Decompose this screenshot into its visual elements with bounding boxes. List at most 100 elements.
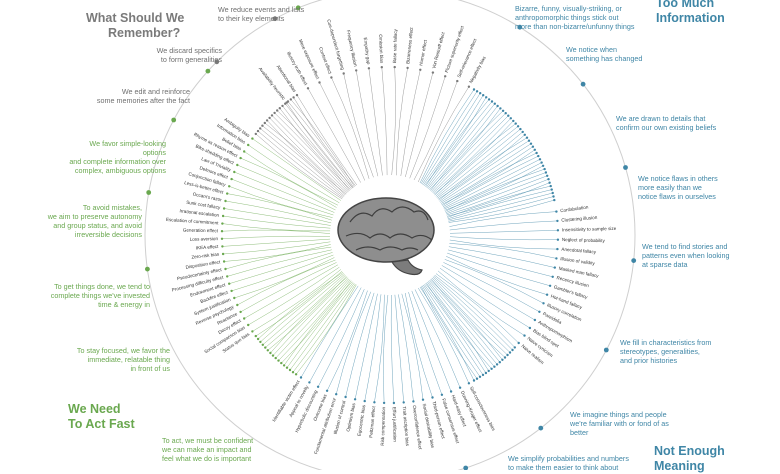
bias-ray [223, 215, 331, 229]
bias-ray [227, 193, 332, 221]
bias-ray [331, 77, 370, 179]
bias-ray [260, 128, 344, 198]
bias-ray [255, 270, 343, 337]
bias-ray [255, 133, 343, 200]
ray-dot [493, 102, 496, 105]
ray-dot [552, 195, 555, 198]
bias-label: Irrational escalation [179, 208, 220, 218]
bias-label: Trait ascription bias [402, 406, 410, 447]
ray-dot [406, 66, 409, 70]
ray-dot [247, 143, 250, 147]
ray-dot [402, 401, 405, 404]
bias-ray [237, 259, 336, 306]
caption-anchor-dot [272, 16, 278, 22]
meaning-caption-1: We tend to find stories and patterns eve… [642, 242, 730, 269]
bias-ray [281, 280, 352, 364]
ray-dot [330, 76, 333, 79]
ray-dot [224, 267, 227, 271]
bias-ray [431, 113, 506, 192]
bias-ray [240, 262, 337, 313]
bias-ray [401, 293, 424, 400]
ray-dot [475, 377, 479, 380]
ray-dot [363, 399, 366, 403]
bias-ray [279, 108, 351, 190]
bias-label: IKEA effect [196, 244, 220, 251]
bias-ray [400, 69, 421, 177]
ray-dot [549, 184, 552, 188]
bias-ray [424, 284, 487, 374]
ray-dot [511, 348, 514, 352]
ray-dot [542, 302, 545, 305]
bias-ray [409, 76, 446, 179]
bias-ray [343, 73, 374, 178]
bias-label: Neglect of probability [562, 237, 606, 243]
bias-ray [300, 285, 359, 378]
bias-ray [411, 290, 452, 392]
ray-dot [548, 181, 551, 184]
bias-label: Confabulation [560, 204, 589, 213]
bias-ray [307, 88, 361, 183]
brain-icon [337, 197, 435, 276]
bias-ray [285, 103, 353, 189]
ray-dot [501, 109, 505, 113]
ray-dot [538, 158, 542, 161]
act-caption-5: To act, we must be confident we can make… [162, 436, 254, 463]
bias-ray [417, 287, 470, 384]
act-heading: We Need To Act Fast [68, 402, 135, 431]
meaning-caption-3: We imagine things and people we're famil… [570, 410, 669, 437]
bias-ray [419, 286, 475, 381]
bias-ray [421, 93, 481, 185]
ray-dot [280, 361, 283, 365]
bias-ray [431, 277, 508, 356]
ray-dot [440, 393, 444, 396]
bias-ray [449, 211, 557, 227]
bias-ray [225, 246, 332, 270]
bias-ray [222, 223, 331, 232]
bias-ray [437, 131, 523, 199]
bias-ray [428, 105, 498, 190]
bias-ray [432, 276, 511, 353]
bias-ray [435, 126, 519, 197]
ray-dot [487, 98, 491, 101]
ray-dot [220, 230, 224, 233]
bias-ray [222, 238, 331, 247]
bias-ray [223, 241, 331, 255]
bias-ray [448, 199, 555, 223]
ray-dot [261, 343, 264, 346]
bias-ray [296, 94, 358, 186]
bias-ray [427, 281, 495, 367]
meaning-caption-2: We fill in characteristics from stereoty… [620, 338, 712, 365]
bias-label: Anthropomorphism [537, 320, 573, 344]
bias-ray [434, 123, 516, 196]
bias-ray [440, 143, 532, 203]
ray-dot [233, 170, 236, 174]
bias-ray [443, 262, 540, 313]
ray-dot [251, 330, 254, 333]
caption-anchor-dot [214, 59, 220, 65]
bias-ray [440, 146, 534, 204]
ray-dot [556, 229, 560, 232]
ray-dot [506, 353, 509, 357]
ray-dot [472, 88, 476, 91]
bias-label: Omission bias [378, 34, 384, 64]
ray-dot [553, 266, 556, 269]
bias-label: Social desirability bias [422, 403, 436, 449]
bias-label: Frequency illusion [346, 30, 358, 68]
ray-dot [509, 117, 512, 120]
ray-dot [266, 349, 269, 352]
ray-dot [487, 369, 490, 373]
ray-dot [270, 114, 274, 117]
bias-ray [354, 293, 378, 400]
bias-label: Anecdotal fallacy [561, 247, 597, 255]
outer-ring [144, 0, 636, 470]
ray-dot [467, 382, 471, 385]
bias-label: Loss aversion [190, 236, 219, 242]
ray-dot [551, 275, 554, 278]
bias-label: Fundamental attribution error [313, 397, 337, 455]
bias-ray [248, 144, 340, 204]
bias-ray [227, 249, 332, 277]
ray-dot [254, 132, 257, 136]
bias-ray [364, 294, 382, 402]
ray-dot [419, 68, 422, 72]
